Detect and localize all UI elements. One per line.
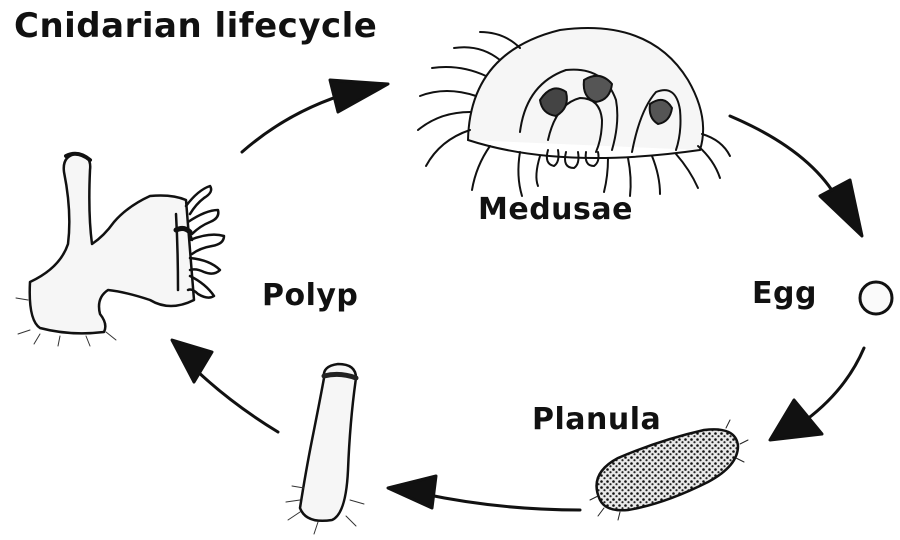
planula-label: Planula [532,402,661,437]
arrow-polyp-to-medusae [242,80,388,152]
arrow-larva-to-polyp [172,340,278,432]
settled-larva-illustration [286,364,364,534]
polyp-illustration [16,154,224,346]
arrow-medusae-to-egg [730,116,862,236]
medusae-label: Medusae [478,192,633,227]
arrow-egg-to-planula [770,348,864,440]
medusa-illustration [418,28,730,196]
egg-illustration [860,282,892,314]
polyp-label: Polyp [262,278,358,313]
arrow-planula-to-larva [388,476,580,510]
diagram-title: Cnidarian lifecycle [14,6,377,46]
egg-label: Egg [752,276,817,311]
